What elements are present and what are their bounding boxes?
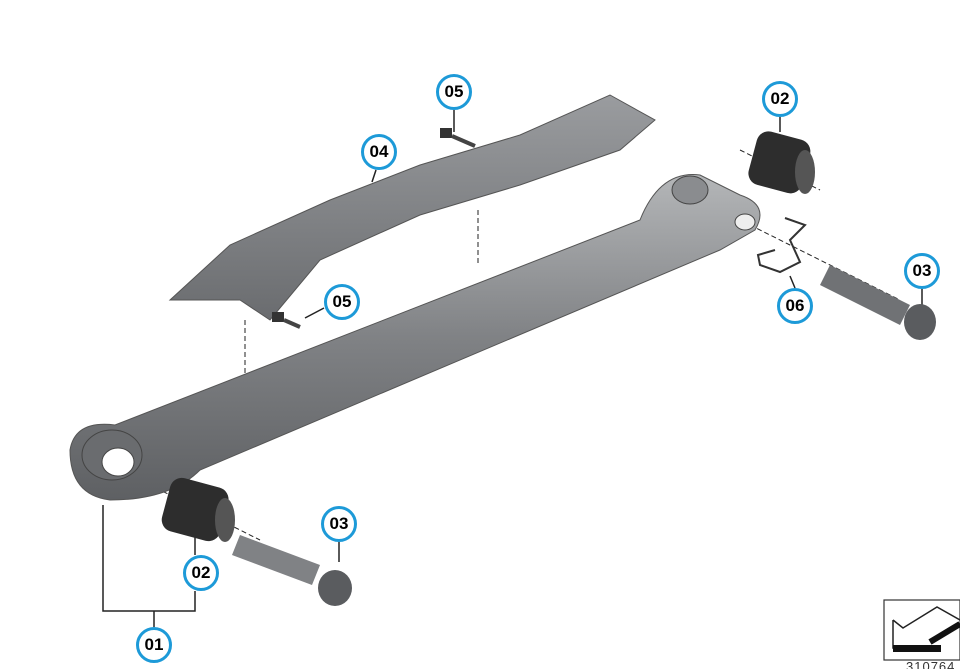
callout-06[interactable]: 06 <box>777 288 813 324</box>
rubber-bushing-top <box>748 131 815 194</box>
callout-04[interactable]: 04 <box>361 134 397 170</box>
clip-bracket <box>756 217 807 274</box>
view-direction-icon <box>883 599 960 661</box>
bolt-bottom <box>232 535 352 606</box>
callout-02-top[interactable]: 02 <box>762 81 798 117</box>
callout-05-mid[interactable]: 05 <box>324 284 360 320</box>
callout-02-bottom[interactable]: 02 <box>183 555 219 591</box>
trailing-arm <box>69 174 761 501</box>
callout-05-top[interactable]: 05 <box>436 74 472 110</box>
screw-top <box>440 128 476 148</box>
callout-01[interactable]: 01 <box>136 627 172 663</box>
callout-03-bottom[interactable]: 03 <box>321 506 357 542</box>
document-number: 310764 <box>906 659 956 669</box>
cover <box>168 94 656 321</box>
screw-mid <box>272 312 301 329</box>
rubber-bushing-bottom <box>161 477 235 542</box>
assembly-lines <box>119 149 901 541</box>
callout-03-right[interactable]: 03 <box>904 253 940 289</box>
bolt-right <box>820 265 936 340</box>
leader-lines <box>102 110 923 627</box>
